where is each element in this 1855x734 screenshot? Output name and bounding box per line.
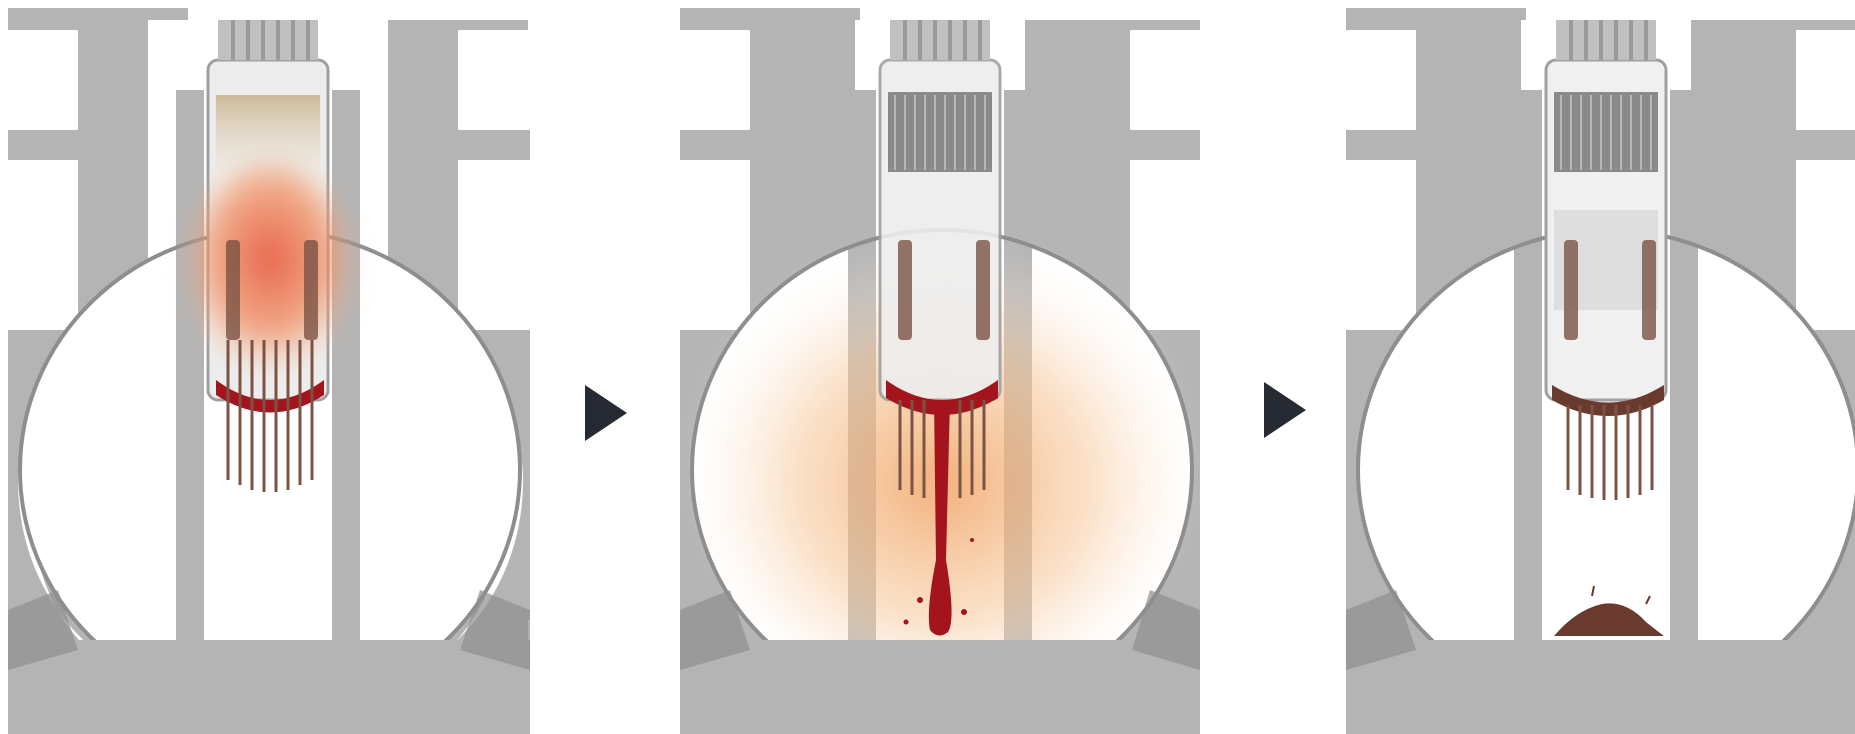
reactor-core-overheating-icon (8, 0, 540, 734)
diagram-stage-overheating (8, 0, 540, 734)
pedestal-left (176, 90, 204, 640)
reactor-debris-solidified-icon (1346, 0, 1855, 734)
pedestal-right (332, 90, 360, 640)
play-triangle-icon (1262, 380, 1308, 440)
basemat (8, 640, 530, 734)
diagram-stage-melt-through (680, 0, 1212, 734)
play-triangle-icon (583, 383, 629, 443)
diagram-stage-solidified (1346, 0, 1855, 734)
reactor-core-meltthrough-icon (680, 0, 1212, 734)
